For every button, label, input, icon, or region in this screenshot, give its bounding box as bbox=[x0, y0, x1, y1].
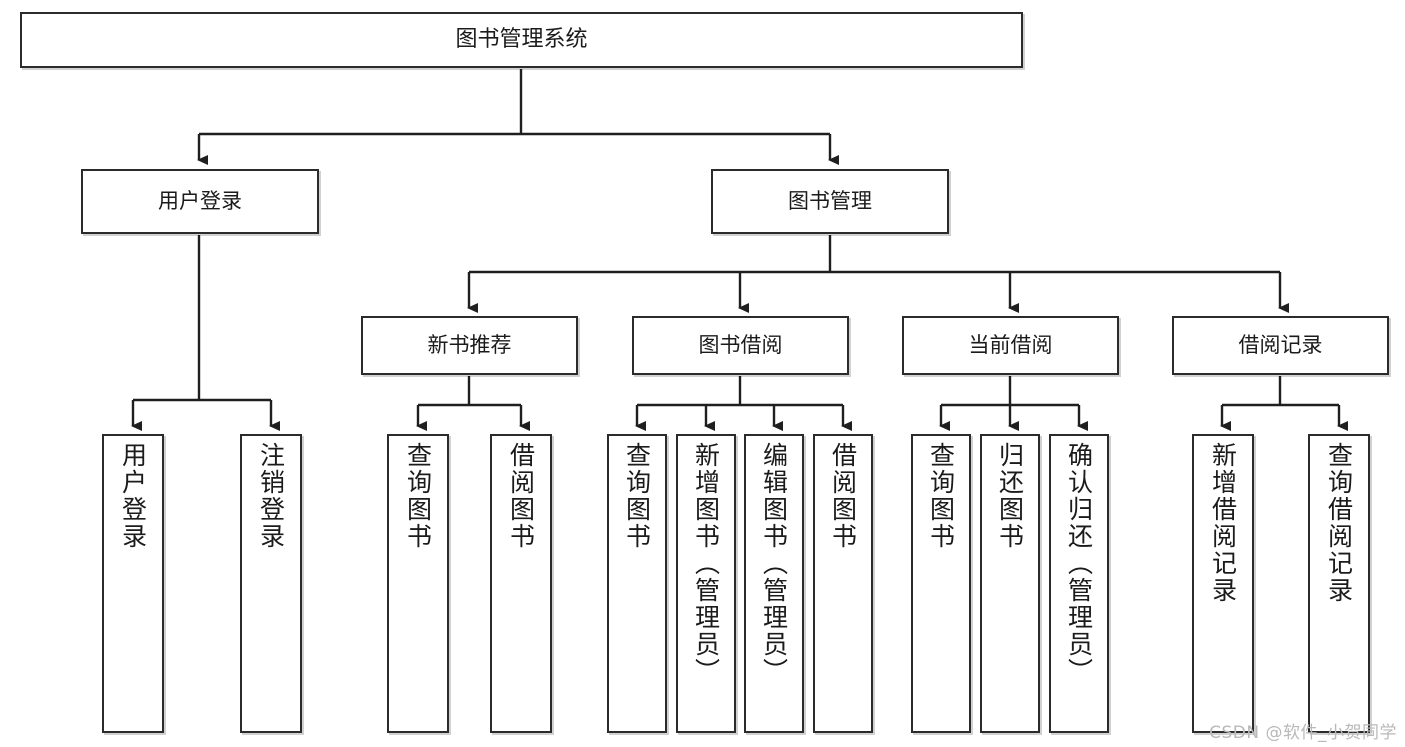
node-borrow-record-label: 借阅记录 bbox=[1238, 333, 1323, 358]
node-leaf-borrow-book-1-label: 借阅图书 bbox=[506, 442, 536, 550]
node-leaf-user-login[interactable]: 用户登录 bbox=[102, 434, 164, 733]
node-leaf-edit-book-label: 编辑图书（管理员） bbox=[759, 442, 789, 685]
node-leaf-confirm-return-label: 确认归还（管理员） bbox=[1064, 442, 1094, 685]
node-leaf-query-record[interactable]: 查询借阅记录 bbox=[1308, 434, 1370, 733]
node-leaf-query-book-3-label: 查询图书 bbox=[926, 442, 956, 550]
node-current-borrow-label: 当前借阅 bbox=[968, 333, 1053, 358]
node-leaf-logout-login[interactable]: 注销登录 bbox=[240, 434, 302, 733]
node-book-manage-label: 图书管理 bbox=[788, 189, 872, 214]
node-user-login-label: 用户登录 bbox=[158, 189, 242, 214]
node-leaf-query-book-1-label: 查询图书 bbox=[403, 442, 433, 550]
node-new-book-recommend[interactable]: 新书推荐 bbox=[361, 316, 578, 375]
node-borrow-record[interactable]: 借阅记录 bbox=[1172, 316, 1389, 375]
node-leaf-query-book-2[interactable]: 查询图书 bbox=[607, 434, 667, 733]
node-book-manage[interactable]: 图书管理 bbox=[711, 169, 949, 234]
node-leaf-query-record-label: 查询借阅记录 bbox=[1324, 442, 1354, 604]
node-leaf-return-book-label: 归还图书 bbox=[995, 442, 1025, 550]
node-user-login[interactable]: 用户登录 bbox=[81, 169, 319, 234]
node-root-label: 图书管理系统 bbox=[455, 27, 588, 53]
node-leaf-query-book-2-label: 查询图书 bbox=[622, 442, 652, 550]
node-new-book-recommend-label: 新书推荐 bbox=[427, 333, 512, 358]
node-leaf-query-book-1[interactable]: 查询图书 bbox=[387, 434, 449, 733]
node-book-borrow[interactable]: 图书借阅 bbox=[632, 316, 849, 375]
node-leaf-logout-login-label: 注销登录 bbox=[256, 442, 286, 550]
node-leaf-query-book-3[interactable]: 查询图书 bbox=[911, 434, 971, 733]
watermark-text: CSDN @软件_小贺同学 bbox=[1209, 723, 1397, 743]
node-leaf-borrow-book-2[interactable]: 借阅图书 bbox=[813, 434, 873, 733]
node-leaf-add-book-label: 新增图书（管理员） bbox=[691, 442, 721, 685]
node-leaf-add-record[interactable]: 新增借阅记录 bbox=[1192, 434, 1254, 733]
node-leaf-user-login-label: 用户登录 bbox=[118, 442, 148, 550]
node-leaf-return-book[interactable]: 归还图书 bbox=[980, 434, 1040, 733]
node-leaf-borrow-book-2-label: 借阅图书 bbox=[828, 442, 858, 550]
node-leaf-add-book[interactable]: 新增图书（管理员） bbox=[676, 434, 736, 733]
node-leaf-confirm-return[interactable]: 确认归还（管理员） bbox=[1049, 434, 1109, 733]
node-current-borrow[interactable]: 当前借阅 bbox=[902, 316, 1119, 375]
node-book-borrow-label: 图书借阅 bbox=[698, 333, 783, 358]
node-leaf-edit-book[interactable]: 编辑图书（管理员） bbox=[744, 434, 804, 733]
node-leaf-borrow-book-1[interactable]: 借阅图书 bbox=[490, 434, 552, 733]
node-leaf-add-record-label: 新增借阅记录 bbox=[1208, 442, 1238, 604]
node-root[interactable]: 图书管理系统 bbox=[20, 12, 1023, 68]
